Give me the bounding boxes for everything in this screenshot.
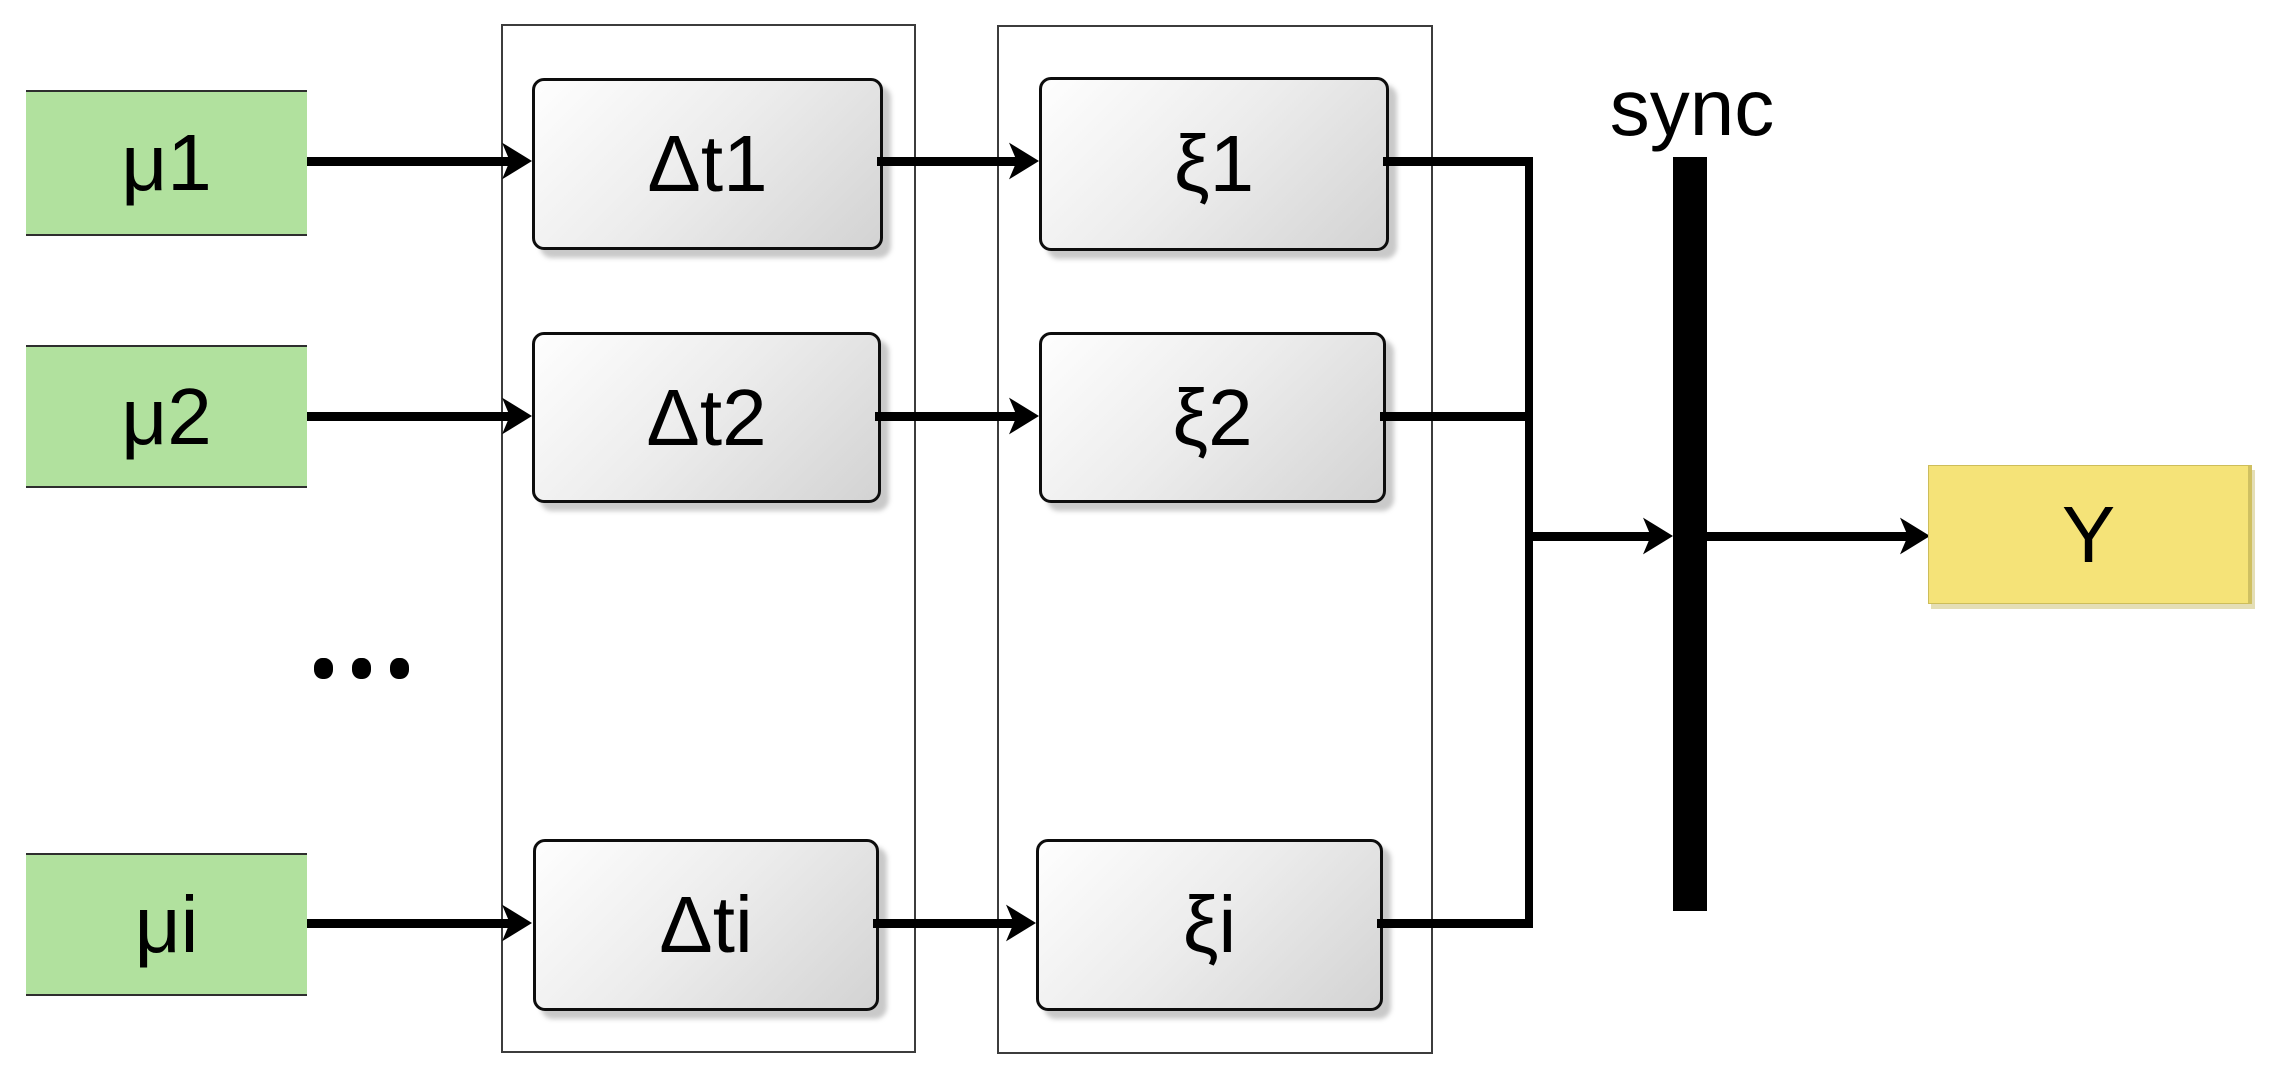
xi-block-xi2-label: ξ2 (1172, 372, 1253, 462)
input-block-mu2-label: μ2 (121, 371, 212, 461)
ellipsis-dot (390, 658, 409, 679)
delay-block-dt2: Δt2 (532, 332, 881, 503)
arrow-mu2-to-dt2-line (307, 412, 510, 421)
input-block-mui-label: μi (134, 879, 199, 969)
input-block-mui: μi (26, 853, 307, 996)
output-block-y-label: Y (2061, 489, 2116, 579)
input-block-mu1: μ1 (26, 90, 307, 236)
arrow-collector-to-sync-line (1533, 532, 1651, 541)
delay-block-dt1-label: Δt1 (647, 119, 768, 208)
ellipsis-dot (352, 658, 371, 679)
input-block-mu2: μ2 (26, 345, 307, 488)
xi-block-xii-label: ξi (1182, 880, 1237, 969)
xi-block-xi1: ξ1 (1039, 77, 1389, 251)
collector-line (1525, 157, 1533, 928)
delay-block-dti: Δti (533, 839, 879, 1011)
sync-bar (1673, 157, 1707, 911)
input-block-mu1-label: μ1 (121, 118, 212, 207)
delay-block-dt1: Δt1 (532, 78, 883, 250)
arrow-mui-to-dti-line (307, 919, 510, 928)
line-xii-to-collector (1377, 919, 1533, 928)
line-xi2-to-collector (1380, 412, 1533, 421)
output-block-y: Y (1928, 465, 2252, 604)
arrow-dt2-to-xi2-line (875, 412, 1017, 421)
arrow-sync-to-output-line (1707, 532, 1908, 541)
arrow-mu1-to-dt1-line (307, 157, 510, 166)
xi-block-xi1-label: ξ1 (1173, 119, 1255, 208)
arrow-dti-to-xii-line (873, 919, 1014, 928)
delay-block-dti-label: Δti (659, 880, 753, 969)
line-xi1-to-collector (1383, 157, 1533, 166)
ellipsis-dot (314, 658, 333, 679)
xi-block-xii: ξi (1036, 839, 1383, 1011)
xi-block-xi2: ξ2 (1039, 332, 1386, 503)
ellipsis-dots-icon: ... (314, 658, 409, 679)
delay-block-dt2-label: Δt2 (646, 372, 767, 462)
sync-label: sync (1609, 63, 1775, 152)
arrow-dt1-to-xi1-line (877, 157, 1017, 166)
